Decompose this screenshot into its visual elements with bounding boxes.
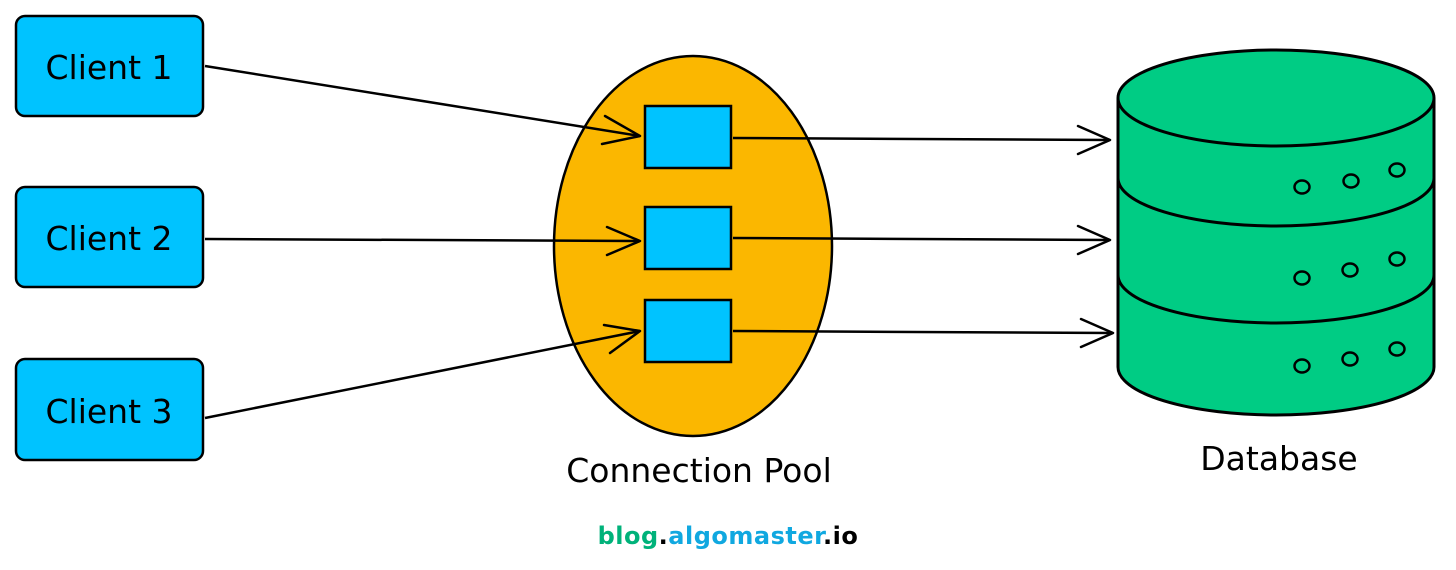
footer-algomaster-text: algomaster xyxy=(668,522,824,550)
client-3-label: Client 3 xyxy=(45,392,172,431)
footer-dot-1: . xyxy=(658,522,669,550)
footer-io-text: io xyxy=(832,522,859,550)
database-label: Database xyxy=(1200,439,1357,478)
pool-connection-1 xyxy=(643,104,733,170)
footer-blog-text: blog xyxy=(597,522,659,550)
connection-pool-label: Connection Pool xyxy=(566,451,831,490)
arrow-client-2-to-pool xyxy=(204,225,642,257)
database-status-lights xyxy=(1293,162,1406,374)
client-1-box: Client 1 xyxy=(14,14,205,118)
database-cylinder-icon xyxy=(1116,48,1436,417)
client-1-label: Client 1 xyxy=(45,48,172,87)
arrow-pool-3-to-database xyxy=(732,317,1115,349)
pool-connection-3 xyxy=(643,298,733,364)
footer-dot-2: . xyxy=(823,522,833,550)
client-2-label: Client 2 xyxy=(45,219,172,258)
pool-connection-2 xyxy=(643,205,733,271)
arrow-pool-2-to-database xyxy=(732,224,1112,256)
arrow-client-1-to-pool xyxy=(204,64,642,146)
client-3-box: Client 3 xyxy=(14,357,205,462)
arrow-pool-1-to-database xyxy=(732,124,1112,156)
arrow-client-3-to-pool xyxy=(204,323,642,420)
client-2-box: Client 2 xyxy=(14,185,205,289)
footer-brand-url: blog.algomaster.io xyxy=(0,522,1456,550)
